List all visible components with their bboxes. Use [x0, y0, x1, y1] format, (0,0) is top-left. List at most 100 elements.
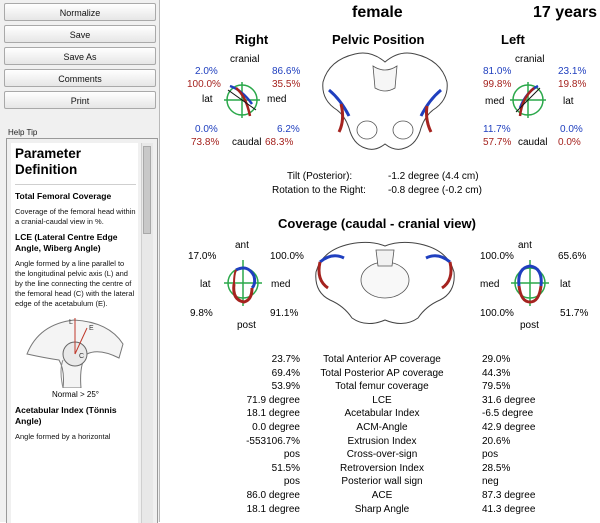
table-right-value: pos	[283, 449, 300, 461]
tilt-label: Tilt (Posterior):	[287, 171, 353, 182]
right-caudal-label: caudal	[232, 137, 262, 148]
table-right-value: 18.1 degree	[246, 503, 300, 515]
coverage-title: Coverage (caudal - cranial view)	[278, 216, 476, 231]
left-cov-lat: lat	[560, 279, 571, 290]
left-tl-red: 99.8%	[483, 79, 512, 90]
help-tip-panel: Parameter Definition Total Femoral Cover…	[6, 138, 158, 523]
table-left-value: 20.6%	[482, 435, 511, 447]
left-panel: Normalize Save Save As Comments Print He…	[0, 0, 160, 523]
left-coverage-glyph	[511, 260, 549, 306]
table-left-value: -6.5 degree	[482, 408, 534, 420]
table-left-value: neg	[482, 476, 499, 488]
table-right-value: 51.5%	[271, 462, 300, 474]
table-row-label: Retroversion Index	[340, 462, 424, 474]
right-br-blue: 6.2%	[277, 124, 300, 135]
right-cov-bl: 9.8%	[190, 308, 213, 319]
help-text: Angle formed by a horizontal	[15, 432, 111, 441]
table-row-label: Extrusion Index	[347, 435, 417, 447]
right-tl-red: 100.0%	[187, 79, 221, 90]
help-text: Coverage of the femoral head within a cr…	[15, 207, 136, 226]
table-left-value: 79.5%	[482, 381, 511, 393]
left-bl-blue: 11.7%	[483, 124, 511, 135]
table-right-value: 18.1 degree	[246, 408, 300, 420]
left-title: Left	[501, 32, 525, 47]
right-title: Right	[235, 32, 269, 47]
left-tr-blue: 23.1%	[558, 66, 587, 77]
figure-label-c: C	[79, 353, 84, 360]
left-br-blue: 0.0%	[560, 124, 583, 135]
left-tl-blue: 81.0%	[483, 66, 512, 77]
table-left-value: 87.3 degree	[482, 490, 536, 501]
table-left-value: pos	[482, 449, 499, 461]
right-tl-blue: 2.0%	[195, 66, 218, 77]
right-cov-tl: 17.0%	[188, 251, 217, 262]
figure-label-l: L	[69, 319, 73, 326]
left-cov-bl: 100.0%	[480, 308, 514, 319]
table-row-label: Sharp Angle	[354, 503, 410, 515]
help-tip-label: Help Tip	[8, 128, 38, 137]
pelvis-ap-illustration	[322, 52, 448, 150]
right-med-label: med	[267, 94, 287, 105]
hip-joint-illustration: L E C	[26, 318, 124, 389]
left-post-label: post	[520, 320, 539, 331]
help-content[interactable]: Parameter Definition Total Femoral Cover…	[11, 143, 138, 523]
right-cranial-label: cranial	[230, 54, 260, 65]
table-row-label: Total Posterior AP coverage	[320, 367, 444, 379]
right-cov-lat: lat	[200, 279, 211, 290]
patient-sex: female	[352, 4, 403, 21]
right-tr-red: 35.5%	[272, 79, 301, 90]
help-heading: LCE (Lateral Centre Edge Angle, Wiberg A…	[15, 232, 118, 253]
table-row-label: LCE	[372, 394, 392, 406]
help-text: Angle formed by a line parallel to the l…	[15, 259, 135, 308]
table-right-value: 86.0 degree	[246, 490, 300, 501]
left-cov-med: med	[480, 279, 500, 290]
main-report: female 17 years Right Pelvic Position Le…	[160, 0, 600, 522]
table-right-value: 0.0 degree	[252, 422, 300, 433]
table-row-label: ACM-Angle	[356, 422, 408, 433]
right-cov-tr: 100.0%	[270, 251, 304, 262]
help-normal-value: Normal > 25°	[52, 390, 99, 399]
comments-button[interactable]: Comments	[4, 69, 156, 87]
scrollbar-thumb[interactable]	[143, 146, 151, 234]
print-button[interactable]: Print	[4, 91, 156, 109]
left-tr-red: 19.8%	[558, 79, 587, 90]
rotation-label: Rotation to the Right:	[272, 185, 366, 196]
table-right-value: pos	[283, 476, 300, 488]
left-cov-br: 51.7%	[560, 308, 589, 319]
left-br-red: 0.0%	[558, 137, 581, 148]
left-cov-tl: 100.0%	[480, 251, 514, 262]
rotation-value: -0.8 degree (-0.2 cm)	[388, 185, 482, 196]
table-row-label: Cross-over-sign	[346, 449, 418, 461]
left-bl-red: 57.7%	[483, 137, 512, 148]
help-heading: Total Femoral Coverage	[15, 191, 112, 201]
table-left-value: 41.3 degree	[482, 503, 536, 515]
right-coverage-glyph	[224, 260, 262, 306]
save-as-button[interactable]: Save As	[4, 47, 156, 65]
left-cranial-label: cranial	[515, 54, 545, 65]
right-bl-red: 73.8%	[191, 137, 220, 148]
left-caudal-label: caudal	[518, 137, 548, 148]
table-left-value: 44.3%	[482, 367, 511, 379]
help-title: Parameter Definition	[15, 146, 82, 177]
table-right-value: 53.9%	[271, 381, 300, 393]
right-br-red: 68.3%	[265, 137, 294, 148]
table-right-value: 23.7%	[271, 354, 300, 365]
right-hip-position-glyph	[224, 82, 260, 118]
table-row-label: Total femur coverage	[335, 381, 429, 393]
normalize-button[interactable]: Normalize	[4, 3, 156, 21]
help-heading: Acetabular Index (Tönnis Angle)	[15, 405, 117, 426]
right-bl-blue: 0.0%	[195, 124, 218, 135]
figure-label-e: E	[89, 325, 94, 332]
right-lat-label: lat	[202, 94, 213, 105]
table-row-label: Total Anterior AP coverage	[323, 354, 441, 365]
pelvis-axial-illustration	[315, 241, 455, 324]
left-med-label: med	[485, 96, 505, 107]
help-scrollbar[interactable]	[141, 143, 153, 523]
table-row-label: Acetabular Index	[344, 408, 420, 420]
left-lat-label: lat	[563, 96, 574, 107]
left-ant-label: ant	[518, 240, 532, 251]
save-button[interactable]: Save	[4, 25, 156, 43]
table-row-label: Posterior wall sign	[341, 476, 423, 488]
right-ant-label: ant	[235, 240, 249, 251]
